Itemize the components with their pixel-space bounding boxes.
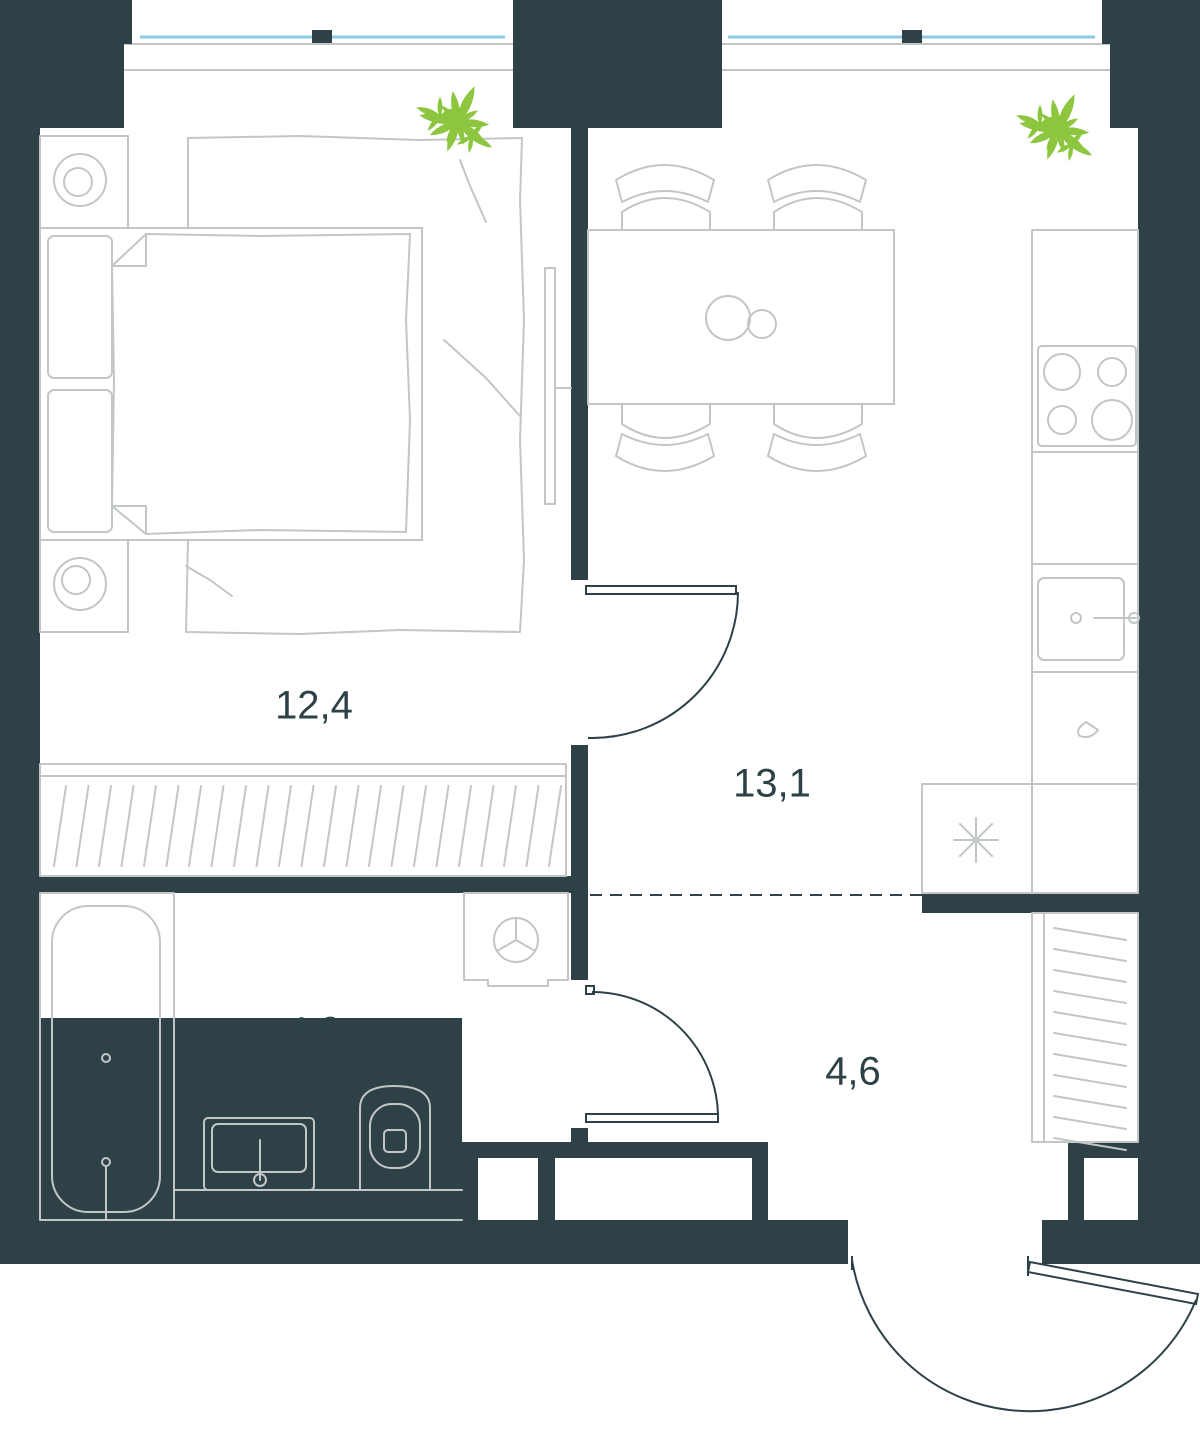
bedroom-furniture	[39, 135, 572, 877]
kitchen-furniture	[587, 164, 1140, 896]
walls	[0, 0, 1200, 1264]
doors	[585, 585, 1200, 1413]
plant-icon	[416, 86, 493, 153]
plant-icon	[1016, 94, 1093, 161]
room-area-bedroom: 12,4	[275, 684, 353, 728]
windows	[124, 0, 1111, 71]
room-area-kitchen-living: 13,1	[733, 762, 811, 806]
bathroom-furniture	[39, 892, 569, 1221]
room-area-hallway: 4,6	[825, 1050, 881, 1094]
room-area-bathroom: 4,9	[286, 1010, 342, 1054]
hallway-wardrobe	[1031, 912, 1139, 1151]
